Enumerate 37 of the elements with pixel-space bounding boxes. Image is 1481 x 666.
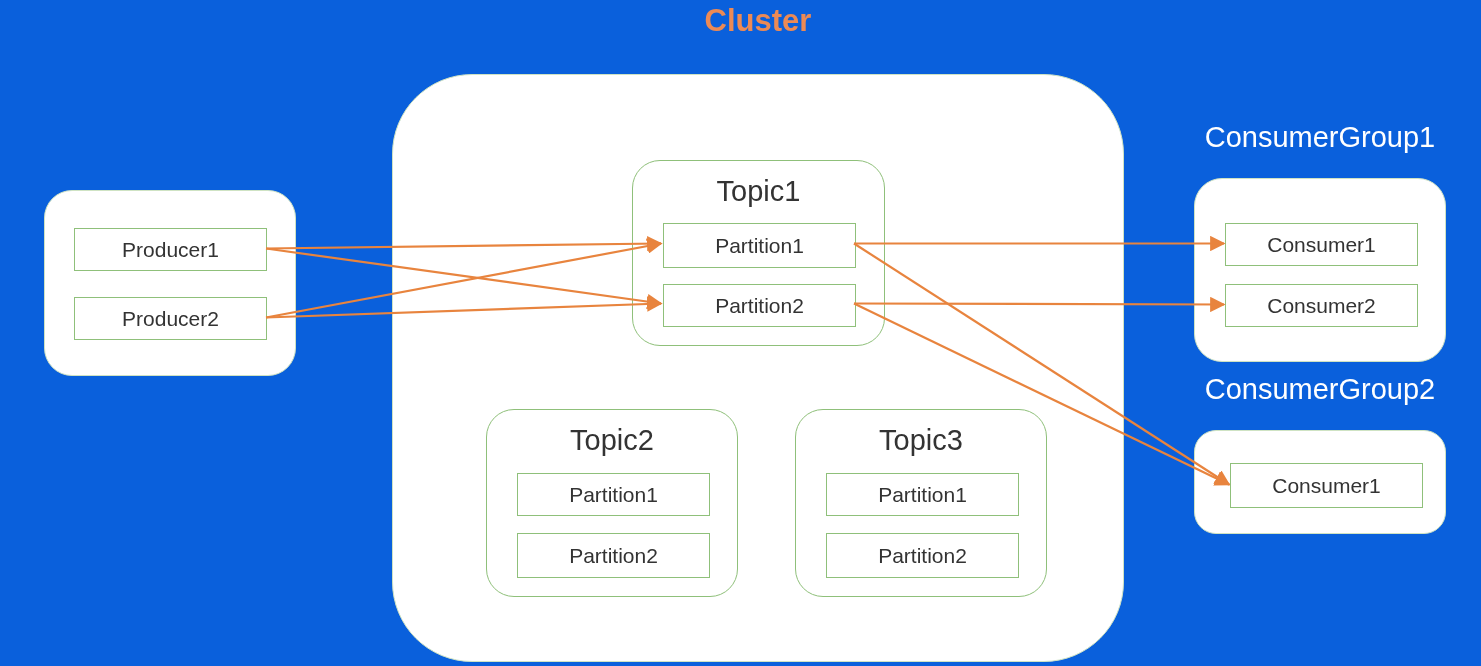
topic-heading: Topic2 — [569, 424, 655, 457]
item-box — [517, 533, 710, 578]
arrow — [854, 296, 1226, 313]
item-box — [517, 473, 710, 516]
item-label: Producer1 — [122, 237, 219, 262]
item-box — [663, 223, 856, 268]
item-label: Consumer1 — [1267, 232, 1376, 257]
group-heading: ConsumerGroup1 — [1203, 121, 1437, 154]
arrow — [853, 302, 1231, 486]
item-label: Partition2 — [878, 543, 967, 568]
item-box — [74, 228, 267, 271]
group-heading: ConsumerGroup2 — [1203, 373, 1437, 406]
item-label: Partition2 — [569, 543, 658, 568]
item-box — [826, 473, 1019, 516]
cluster-heading: Cluster — [703, 3, 813, 39]
item-box — [826, 533, 1019, 578]
item-box — [74, 297, 267, 340]
item-box — [1230, 463, 1423, 508]
item-box — [1225, 223, 1418, 266]
arrow — [854, 235, 1226, 252]
item-label: Partition1 — [569, 482, 658, 507]
item-box — [1225, 284, 1418, 327]
item-label: Partition1 — [878, 482, 967, 507]
topic-heading: Topic3 — [878, 424, 964, 457]
item-label: Partition2 — [715, 293, 804, 318]
group-box — [44, 190, 296, 376]
item-box — [663, 284, 856, 327]
topic-heading: Topic1 — [715, 175, 802, 208]
item-label: Consumer2 — [1267, 293, 1376, 318]
item-label: Consumer1 — [1272, 473, 1381, 498]
topic-box — [632, 160, 885, 346]
item-label: Partition1 — [715, 233, 804, 258]
arrow — [265, 296, 663, 319]
arrow — [853, 242, 1231, 486]
topic-box — [795, 409, 1047, 597]
topic-box — [486, 409, 738, 597]
item-label: Producer2 — [122, 306, 219, 331]
